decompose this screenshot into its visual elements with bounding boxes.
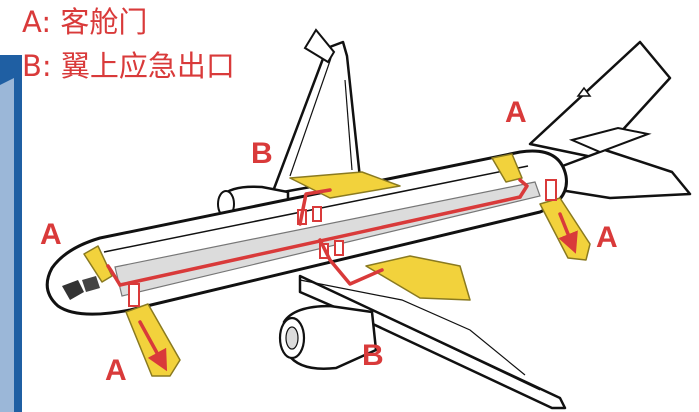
vertical-tail (528, 40, 672, 160)
near-engine (278, 304, 378, 370)
route-rear-exit (518, 178, 529, 199)
label-a-front-far: A (40, 218, 62, 251)
label-a-rear-near: A (596, 221, 618, 254)
legend-overwing-exit: B: 翼上应急出口 (22, 49, 235, 83)
label-b-far: B (251, 137, 273, 170)
route-slide-front (138, 320, 168, 372)
route-slide-rear (558, 212, 578, 254)
label-b-near: B (362, 339, 384, 372)
legend-cabin-door: A: 客舱门 (22, 5, 148, 39)
label-a-front-near: A (105, 354, 127, 387)
slide-front-near (125, 303, 181, 377)
route-overwing-near (318, 238, 384, 286)
near-wing (298, 274, 567, 410)
ramp-overwing-near (365, 255, 471, 301)
label-a-rear-far: A (505, 96, 527, 129)
diagram-labels: A A A A B B (40, 96, 618, 387)
route-front-exit (106, 264, 122, 287)
slide-rear-far (491, 153, 523, 183)
slide-front-far (83, 245, 113, 283)
evacuation-routes (106, 178, 578, 372)
far-wing (270, 28, 362, 196)
background-panel (0, 55, 22, 412)
route-overwing-far (298, 188, 332, 226)
